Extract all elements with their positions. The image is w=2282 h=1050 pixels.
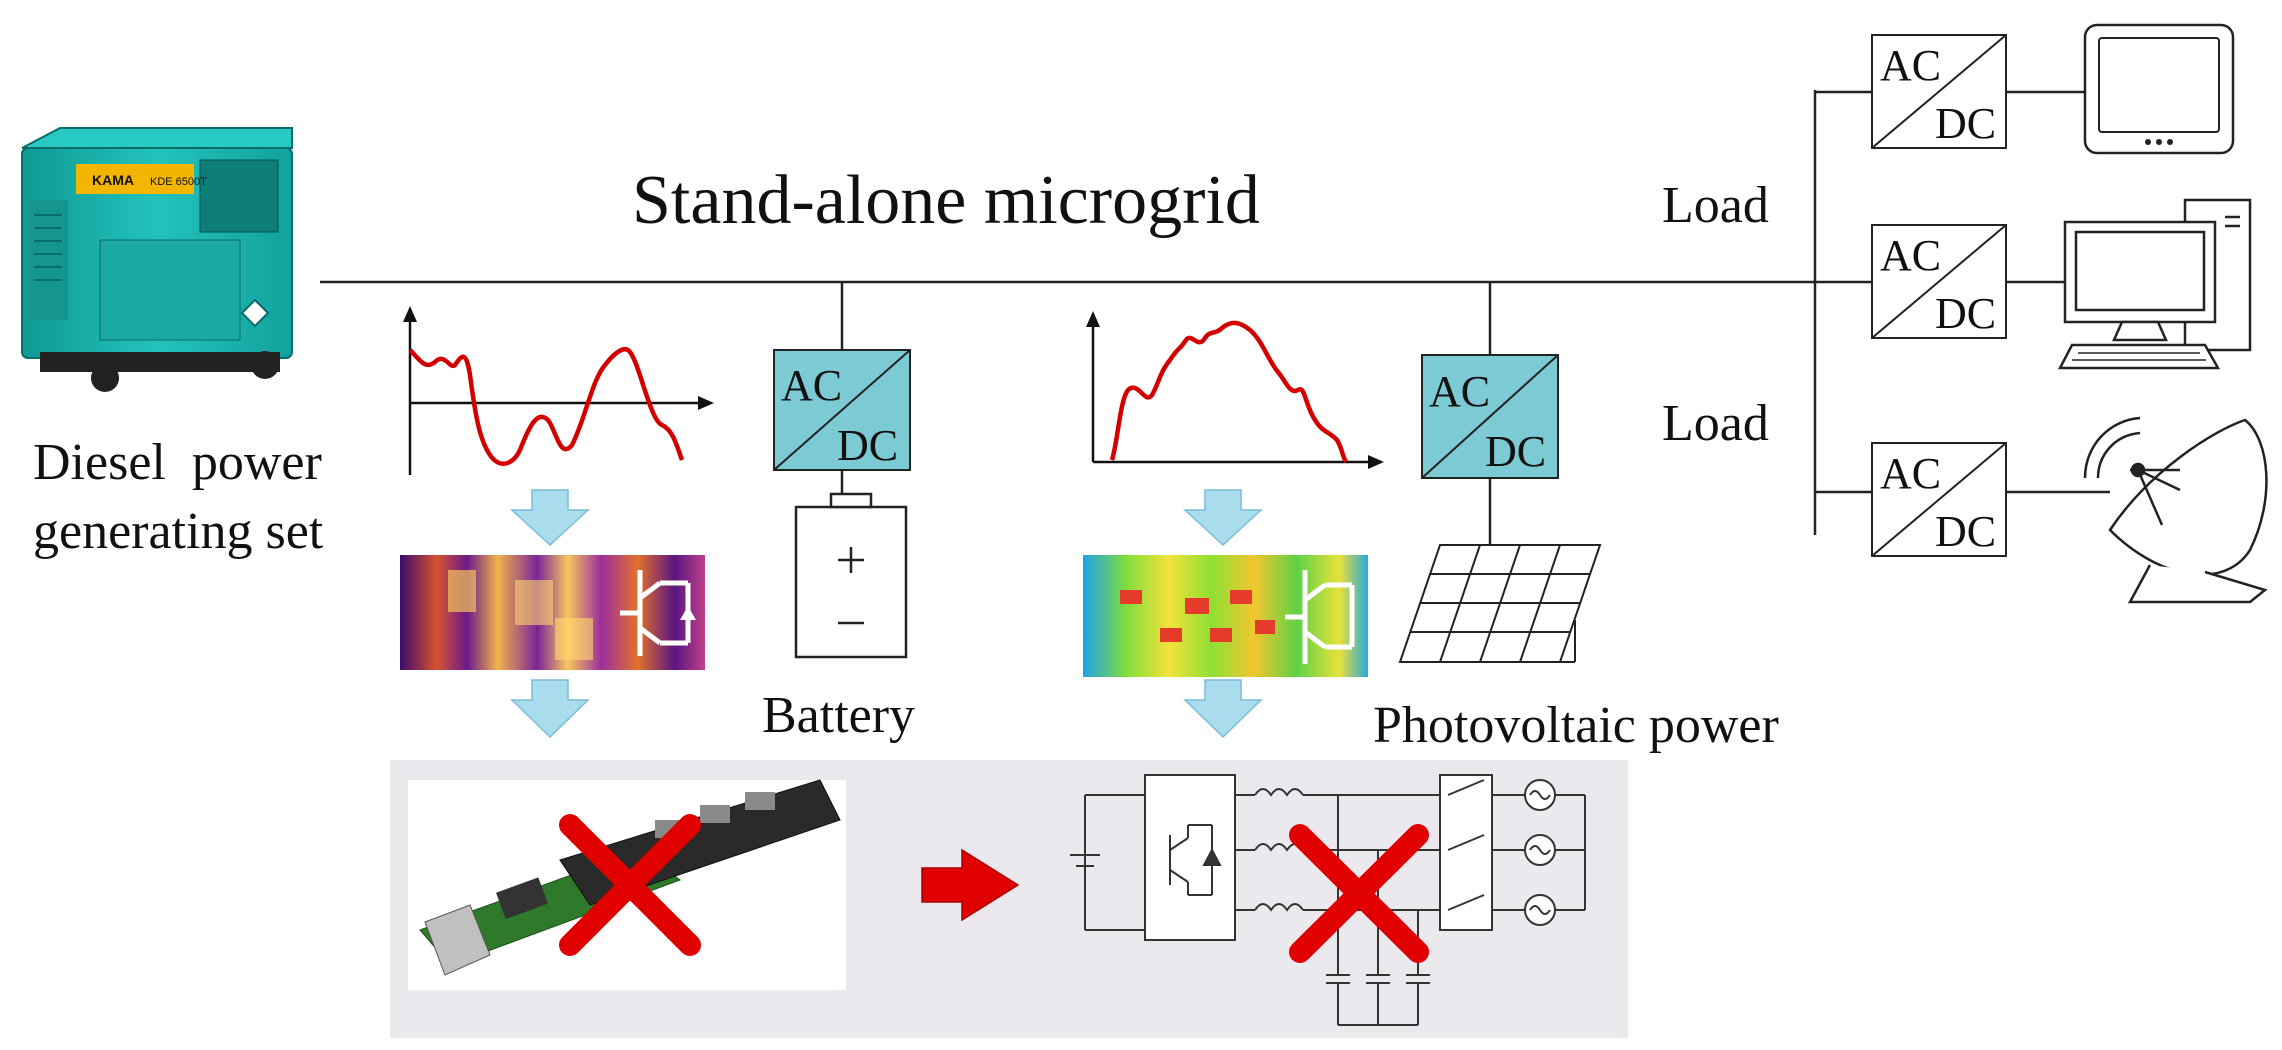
diesel-generator-icon	[21, 127, 293, 392]
converter-load-2-ac: AC	[1880, 231, 1942, 280]
diesel-voltage-waveform	[403, 306, 714, 475]
converter-load-2-dc: DC	[1935, 289, 1997, 338]
generator-model: KDE 6500T	[150, 176, 207, 188]
converter-load-1-ac: AC	[1880, 41, 1942, 90]
pv-power-waveform	[1086, 311, 1384, 469]
failure-arrow	[921, 848, 1020, 922]
battery-label: Battery	[762, 687, 916, 744]
diesel-label-line2: generating set	[33, 503, 324, 560]
inverter-circuit-icon	[1070, 774, 1586, 1026]
failure-cross-inverter	[1289, 824, 1429, 963]
pv-label: Photovoltaic power	[1373, 697, 1779, 754]
converter-pv-dc: DC	[1485, 427, 1547, 476]
thermal-image-diesel	[400, 555, 705, 670]
load-label-1: Load	[1662, 177, 1769, 234]
solar-panel-icon	[1398, 544, 1602, 663]
power-bus	[320, 90, 2110, 545]
tablet-icon	[2083, 23, 2235, 155]
diagram-title: Stand-alone microgrid	[632, 162, 1260, 239]
converter-battery-dc: DC	[837, 421, 899, 470]
converter-load-3-ac: AC	[1880, 449, 1942, 498]
battery-icon	[794, 492, 908, 659]
failure-cross-module	[559, 814, 701, 956]
converter-load-1	[1871, 34, 2007, 149]
load-label-2: Load	[1662, 395, 1769, 452]
thermal-image-pv	[1083, 555, 1368, 677]
converter-pv-ac: AC	[1429, 367, 1491, 416]
converter-load-3	[1871, 442, 2007, 557]
converter-battery	[773, 349, 911, 471]
converter-load-3-dc: DC	[1935, 507, 1997, 556]
converter-load-2	[1871, 224, 2007, 339]
desktop-computer-icon	[2057, 198, 2252, 370]
converter-load-1-dc: DC	[1935, 99, 1997, 148]
converter-battery-ac: AC	[781, 361, 843, 410]
satellite-dish-icon	[2083, 416, 2268, 604]
converter-pv	[1421, 354, 1559, 479]
diesel-label-line1: Diesel power	[33, 434, 322, 491]
flow-arrows	[510, 489, 1263, 739]
generator-brand: KAMA	[92, 172, 134, 188]
